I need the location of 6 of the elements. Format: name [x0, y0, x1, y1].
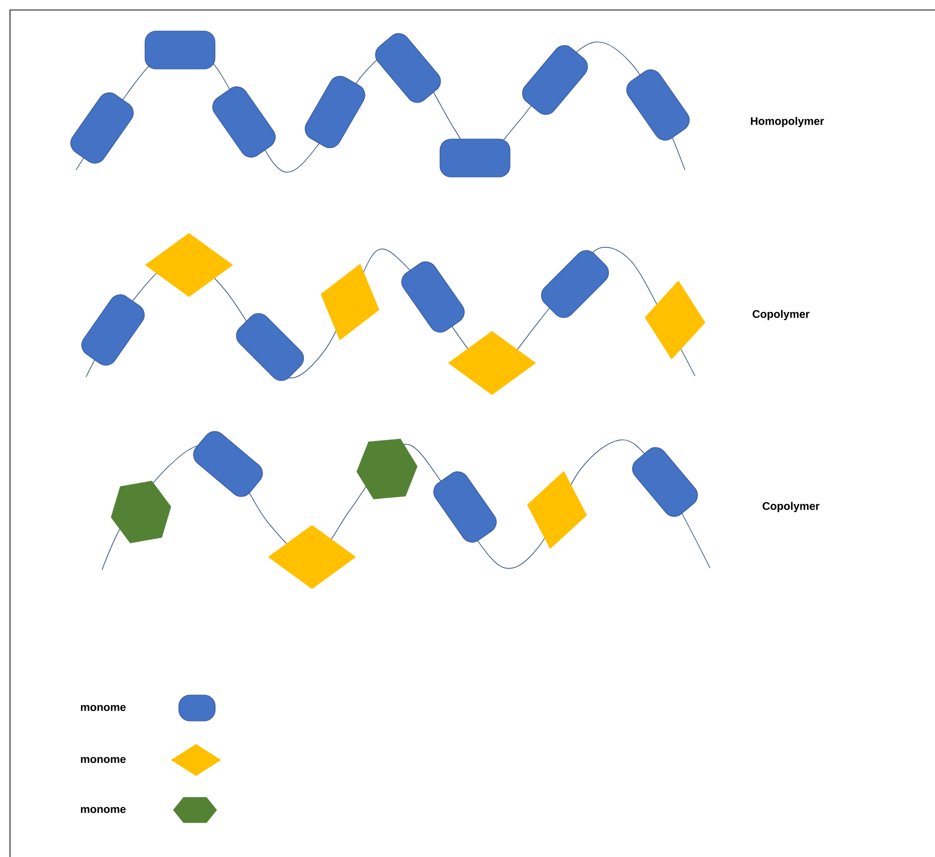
polymer-type-label: Copolymer — [762, 502, 820, 512]
legend-text: monome — [80, 756, 126, 764]
polymer-type-label: Homopolymer — [750, 116, 824, 128]
legend-text: monome — [80, 704, 126, 712]
polymer-type-label: Copolymer — [752, 310, 810, 320]
legend-text: monome — [80, 806, 126, 814]
